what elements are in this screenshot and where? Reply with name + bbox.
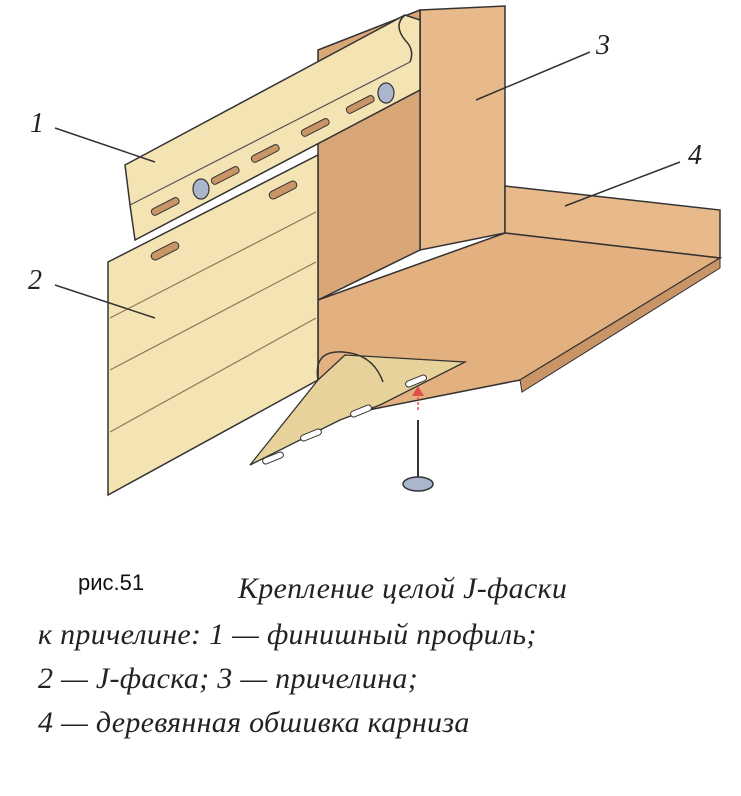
- soffit-diagram: [54, 5, 723, 497]
- callout-4: 4: [688, 140, 702, 171]
- figure-label: рис.51: [78, 570, 145, 595]
- nail-direction-arrow: [412, 386, 424, 410]
- caption-line-3: 2 — J-фаска; 3 — причелина;: [38, 662, 418, 695]
- soffit-board-edge: [519, 257, 721, 393]
- caption-line-4: 4 — деревянная обшивка карниза: [38, 706, 470, 739]
- j-channel-bottom-slots: [262, 374, 427, 465]
- caption-line-2: к причелине: 1 — финишный профиль;: [38, 618, 537, 651]
- j-channel-grooves: [109, 211, 317, 433]
- callout-1: 1: [30, 108, 44, 139]
- finishing-profile-nails: [192, 82, 395, 200]
- j-channel-slots: [150, 180, 298, 261]
- fascia-board-front: [419, 5, 506, 251]
- finishing-profile-hook: [398, 14, 413, 63]
- finishing-profile-slots: [150, 95, 375, 216]
- j-channel-lip: [316, 351, 384, 383]
- leader-lines: [54, 51, 681, 319]
- nail-icon: [402, 420, 434, 492]
- caption-line-1: Крепление целой J-фаски: [238, 572, 568, 605]
- callout-3: 3: [596, 30, 610, 61]
- finishing-profile-fold: [129, 61, 411, 206]
- callout-2: 2: [28, 265, 42, 296]
